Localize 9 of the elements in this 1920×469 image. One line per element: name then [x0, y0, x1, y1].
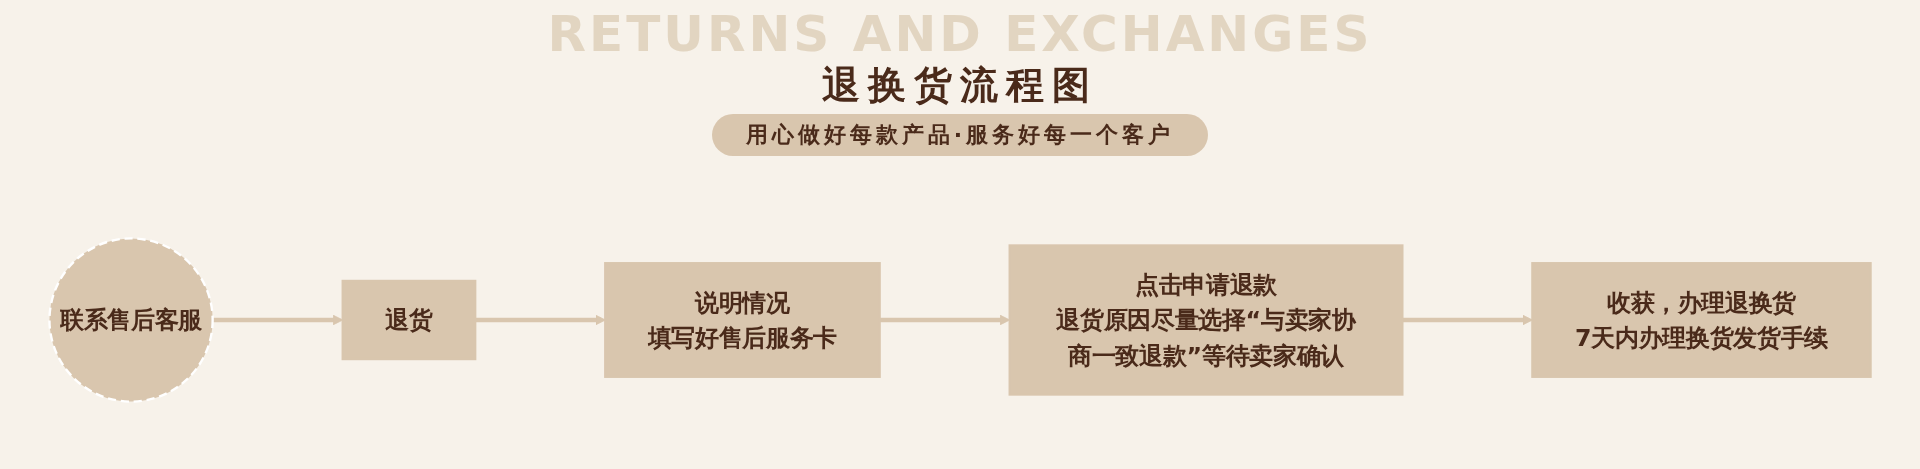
arrow: [1402, 314, 1533, 326]
title: 退换货流程图: [822, 62, 1098, 108]
node-box: 说明情况 填写好售后服务卡: [604, 262, 881, 378]
node-box: 退货: [341, 279, 477, 361]
node-box: 点击申请退款 退货原因尽量选择“与卖家协商一致退款”等待卖家确认: [1008, 244, 1404, 396]
subtitle-pill: 用心做好每款产品·服务好每一个客户: [711, 114, 1209, 156]
arrow: [475, 314, 606, 326]
node-circle: 联系售后客服: [48, 237, 214, 403]
node-box: 收获，办理退换货 7天内办理换货发货手续: [1531, 262, 1872, 378]
